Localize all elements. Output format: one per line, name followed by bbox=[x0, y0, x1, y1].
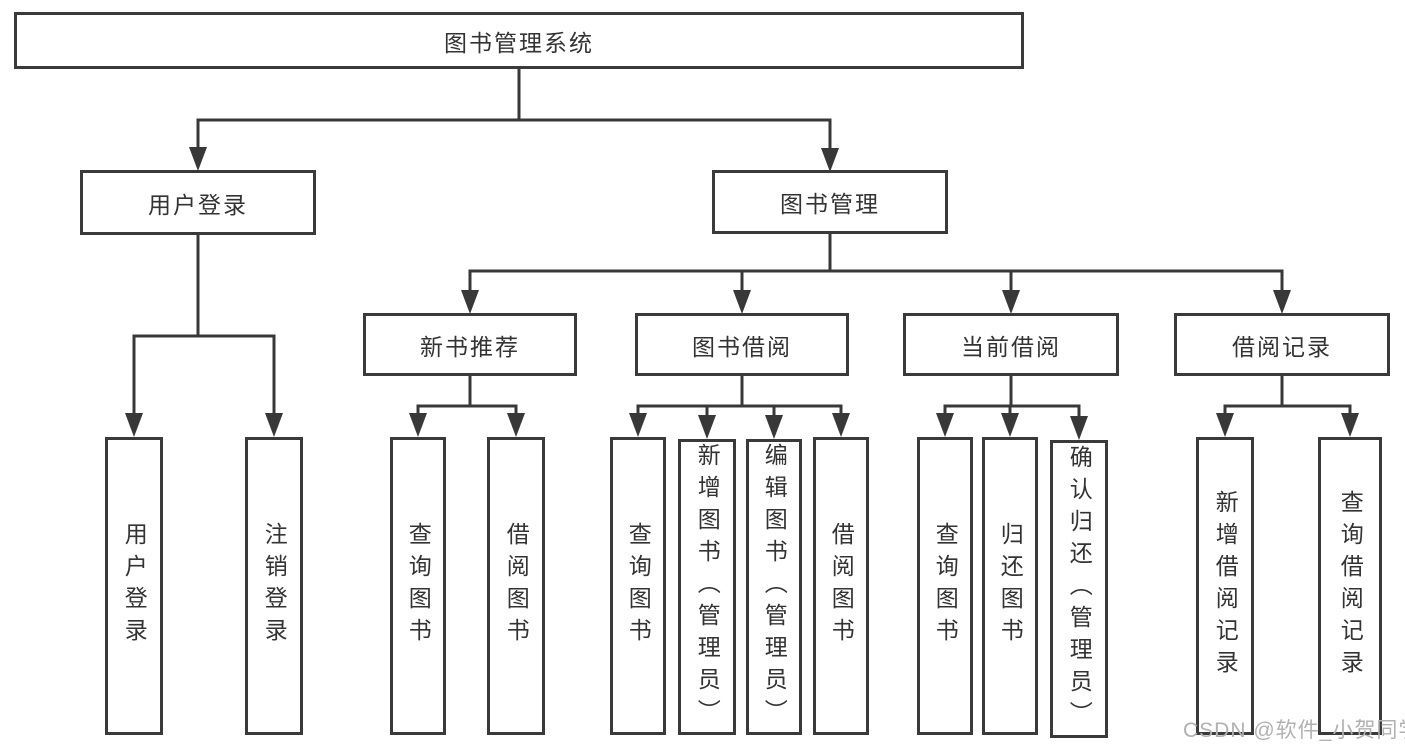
node-label: 当前借阅 bbox=[961, 333, 1061, 360]
node-label: 借阅图书 bbox=[828, 522, 855, 650]
node-label: 编辑图书（管理员） bbox=[761, 443, 788, 731]
node-label: 新增借阅记录 bbox=[1212, 490, 1239, 682]
node-label: 借阅图书 bbox=[503, 522, 530, 650]
leaf-add-borrow-record: 新增借阅记录 bbox=[1196, 437, 1254, 735]
leaf-confirm-return-admin: 确认归还（管理员） bbox=[1050, 440, 1108, 738]
leaf-borrow-books: 借阅图书 bbox=[813, 437, 869, 735]
leaf-search-books: 查询图书 bbox=[917, 437, 973, 735]
leaf-borrow-books: 借阅图书 bbox=[487, 437, 545, 735]
leaf-search-books: 查询图书 bbox=[390, 437, 446, 735]
arrow-down-icon bbox=[1002, 290, 1020, 314]
arrow-down-icon bbox=[629, 413, 647, 437]
node-current-borrowing: 当前借阅 bbox=[903, 313, 1119, 376]
node-label: 确认归还（管理员） bbox=[1066, 445, 1093, 733]
node-label: 图书管理 bbox=[780, 191, 880, 217]
arrow-down-icon bbox=[265, 413, 283, 437]
connector-user-login-branch bbox=[132, 334, 276, 418]
arrow-down-icon bbox=[1001, 413, 1019, 437]
arrow-down-icon bbox=[125, 413, 143, 437]
arrow-down-icon bbox=[733, 290, 751, 314]
node-label: 图书管理系统 bbox=[444, 29, 594, 56]
node-label: 注销登录 bbox=[261, 522, 288, 650]
arrow-down-icon bbox=[409, 413, 427, 437]
node-label: 用户登录 bbox=[121, 522, 148, 650]
csdn-watermark: CSDN @软件_小贺同学 bbox=[1183, 719, 1405, 742]
leaf-add-books-admin: 新增图书（管理员） bbox=[678, 439, 736, 735]
connector-level1-branch bbox=[196, 118, 832, 153]
node-label: 归还图书 bbox=[997, 522, 1024, 650]
arrow-down-icon bbox=[1070, 416, 1088, 440]
leaf-logout: 注销登录 bbox=[245, 437, 303, 735]
node-label: 查询图书 bbox=[405, 522, 432, 650]
node-new-book-recommendation: 新书推荐 bbox=[363, 313, 577, 376]
arrow-down-icon bbox=[936, 413, 954, 437]
connector-new-book-branch bbox=[416, 404, 518, 418]
node-book-management: 图书管理 bbox=[712, 170, 948, 234]
arrow-down-icon bbox=[507, 413, 525, 437]
leaf-user-login: 用户登录 bbox=[105, 437, 163, 735]
connector-book-borrow-branch bbox=[636, 404, 843, 420]
arrow-down-icon bbox=[765, 415, 783, 439]
leaf-edit-books-admin: 编辑图书（管理员） bbox=[746, 439, 802, 735]
node-library-management-system: 图书管理系统 bbox=[14, 12, 1024, 69]
leaf-search-borrow-record: 查询借阅记录 bbox=[1318, 437, 1382, 735]
node-label: 用户登录 bbox=[148, 191, 248, 218]
node-label: 图书借阅 bbox=[692, 333, 792, 360]
node-label: 查询借阅记录 bbox=[1337, 490, 1364, 682]
leaf-return-books: 归还图书 bbox=[982, 437, 1038, 735]
arrow-down-icon bbox=[189, 147, 207, 171]
arrow-down-icon bbox=[1341, 413, 1359, 437]
connector-borrow-record-branch bbox=[1223, 404, 1352, 418]
connector-level2-branch bbox=[468, 269, 1284, 295]
node-label: 借阅记录 bbox=[1232, 333, 1332, 360]
arrow-down-icon bbox=[1216, 413, 1234, 437]
node-label: 新书推荐 bbox=[420, 333, 520, 360]
node-label: 新增图书（管理员） bbox=[694, 443, 721, 731]
arrow-down-icon bbox=[832, 413, 850, 437]
connector-current-borrow-branch bbox=[943, 404, 1081, 421]
node-borrowing-records: 借阅记录 bbox=[1174, 313, 1390, 376]
arrow-down-icon bbox=[698, 415, 716, 439]
arrow-down-icon bbox=[1273, 290, 1291, 314]
node-user-login: 用户登录 bbox=[80, 170, 316, 235]
arrow-down-icon bbox=[821, 148, 839, 172]
node-label: 查询图书 bbox=[932, 522, 959, 650]
node-book-borrowing: 图书借阅 bbox=[635, 313, 849, 376]
node-label: 查询图书 bbox=[625, 522, 652, 650]
leaf-search-books: 查询图书 bbox=[610, 437, 666, 735]
arrow-down-icon bbox=[461, 290, 479, 314]
